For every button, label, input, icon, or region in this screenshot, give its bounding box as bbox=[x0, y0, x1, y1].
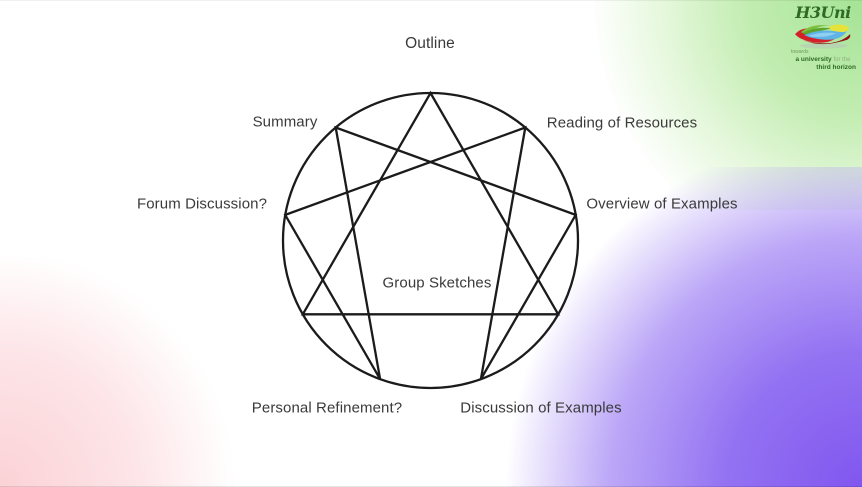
tagline-towards: towards bbox=[791, 49, 809, 55]
h3uni-swirl-icon bbox=[795, 24, 851, 49]
tagline-third-horizon: third horizon bbox=[816, 64, 856, 71]
node-label-summary: Summary bbox=[252, 113, 318, 131]
slide-title: Outline bbox=[405, 35, 455, 52]
enneagram-triangle bbox=[300, 90, 561, 316]
tagline-for-the: for the bbox=[833, 57, 851, 63]
node-label-forum-discussion: Forum Discussion? bbox=[136, 195, 268, 213]
node-label-personal-refinement: Personal Refinement? bbox=[251, 399, 403, 417]
node-label-reading-of-resources: Reading of Resources bbox=[546, 114, 698, 132]
enneagram-hexad bbox=[283, 125, 578, 380]
node-label-group-sketches: Group Sketches bbox=[382, 274, 492, 292]
enneagram-circle bbox=[281, 91, 580, 390]
h3uni-logo: H3Uni towards a university for the third… bbox=[787, 3, 859, 72]
h3uni-tagline: towards a university for the third horiz… bbox=[787, 49, 859, 71]
node-label-overview-of-examples: Overview of Examples bbox=[586, 195, 738, 213]
h3uni-wordmark: H3Uni bbox=[795, 3, 851, 22]
tagline-university: a university bbox=[795, 56, 832, 63]
node-label-discussion-of-examples: Discussion of Examples bbox=[460, 399, 622, 417]
